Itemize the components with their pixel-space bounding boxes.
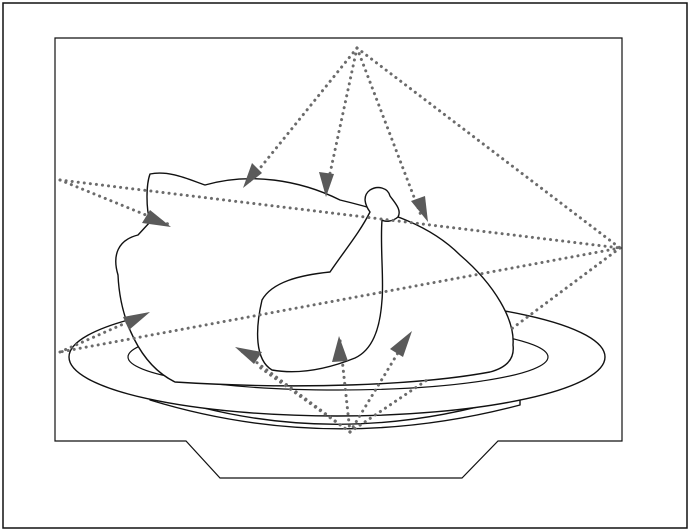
rays-right-emitter — [58, 246, 622, 354]
rays-top-emitter — [243, 46, 622, 250]
arrowhead — [319, 172, 334, 197]
ray — [58, 178, 622, 250]
ray — [324, 46, 359, 194]
arrowhead — [332, 336, 348, 362]
arrowhead — [390, 331, 412, 357]
rays-bottom-emitter — [235, 331, 432, 434]
ray — [355, 46, 424, 220]
ray — [238, 348, 352, 434]
arrowhead — [123, 312, 150, 330]
plate-underside — [149, 391, 521, 430]
ray — [246, 46, 359, 185]
roast-chicken — [115, 172, 514, 387]
arrowhead — [243, 163, 262, 188]
arrowhead — [142, 210, 171, 227]
arrowhead — [411, 196, 428, 222]
chicken-drumstick — [256, 186, 400, 373]
ray — [256, 364, 352, 434]
ray — [58, 246, 622, 354]
ray — [355, 46, 622, 250]
ray — [348, 376, 432, 434]
rays-left-emitter — [58, 178, 622, 250]
arrowhead — [235, 347, 262, 364]
ray — [508, 246, 622, 332]
oven-cavity — [54, 37, 623, 479]
